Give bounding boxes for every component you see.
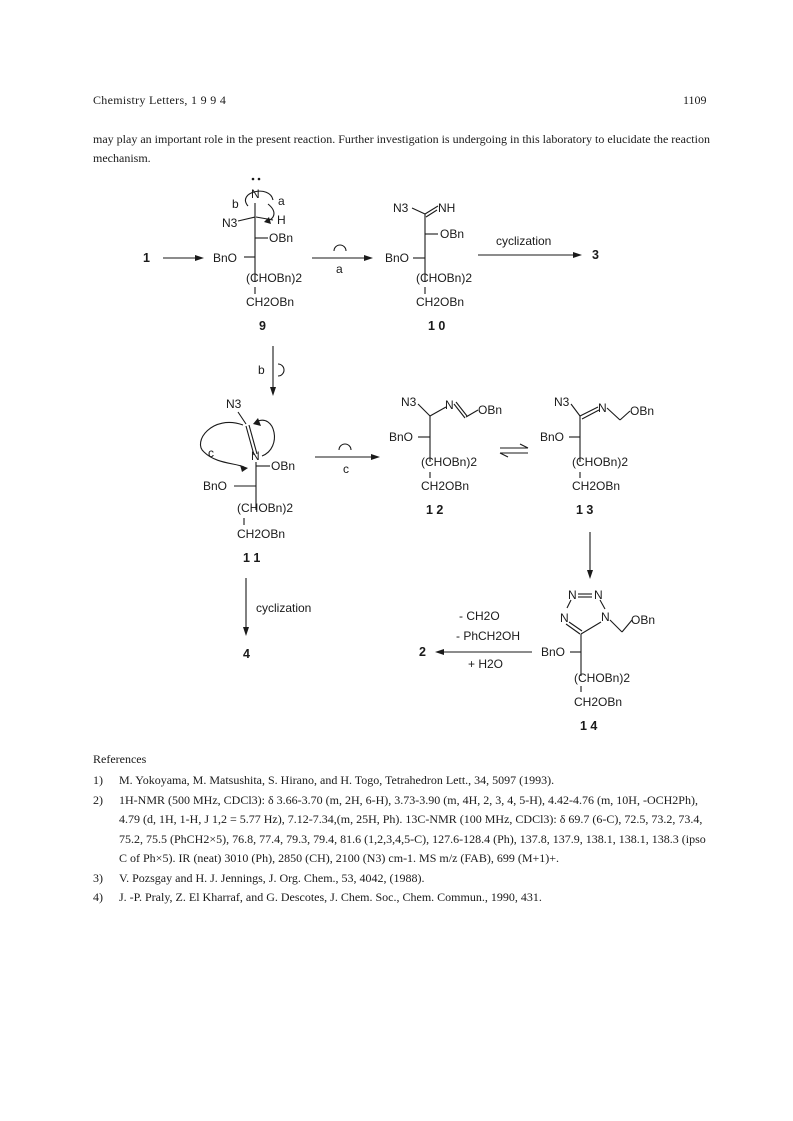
intro-paragraph: may play an important role in the presen…	[93, 132, 710, 165]
svg-text:a: a	[336, 262, 343, 276]
svg-text:N3: N3	[222, 216, 238, 230]
compound-label-14: 1 4	[580, 719, 597, 733]
references-heading: References	[93, 752, 147, 766]
svg-text:N: N	[560, 611, 569, 625]
running-header-journal: Chemistry Letters, 1 9 9 4	[93, 93, 227, 107]
product-4: 4	[243, 647, 250, 661]
svg-text:N: N	[568, 588, 577, 602]
page-number: 1109	[683, 93, 707, 107]
svg-text:OBn: OBn	[440, 227, 464, 241]
svg-text:OBn: OBn	[631, 613, 655, 627]
svg-text:(CHOBn)2: (CHOBn)2	[237, 501, 293, 515]
svg-text:CH2OBn: CH2OBn	[237, 527, 285, 541]
compound-label-12: 1 2	[426, 503, 443, 517]
reference-item: 1)M. Yokoyama, M. Matsushita, S. Hirano,…	[93, 773, 555, 787]
gain-h2o: + H2O	[468, 657, 503, 671]
svg-text:BnO: BnO	[389, 430, 413, 444]
svg-text:OBn: OBn	[630, 404, 654, 418]
compound-label-11: 1 1	[243, 551, 260, 565]
compound-13: N3 N OBn BnO (CHOBn)2 CH2OBn 1 3	[540, 395, 654, 517]
svg-text:N3: N3	[401, 395, 417, 409]
svg-text:c: c	[208, 446, 214, 460]
compound-label-9: 9	[259, 319, 266, 333]
reference-item: 4)J. -P. Praly, Z. El Kharraf, and G. De…	[93, 890, 542, 904]
compound-11: N3 N c OBn BnO (CHOBn)2 CH2OBn 1 1	[199, 397, 295, 565]
svg-text:b: b	[258, 363, 265, 377]
compound-14: N N N N OBn BnO (CHOBn)2 CH2OBn 1 4	[541, 588, 655, 733]
svg-text:NH: NH	[438, 201, 455, 215]
svg-text:CH2OBn: CH2OBn	[421, 479, 469, 493]
svg-text:BnO: BnO	[541, 645, 565, 659]
svg-text:(CHOBn)2: (CHOBn)2	[416, 271, 472, 285]
svg-text:(CHOBn)2: (CHOBn)2	[421, 455, 477, 469]
cyclization-label-top: cyclization	[496, 234, 551, 248]
svg-text:CH2OBn: CH2OBn	[246, 295, 294, 309]
start-compound-1: 1	[143, 251, 150, 265]
svg-text:CH2OBn: CH2OBn	[572, 479, 620, 493]
svg-text:N: N	[601, 610, 610, 624]
svg-text:(CHOBn)2: (CHOBn)2	[574, 671, 630, 685]
cyclization-label-bottom: cyclization	[256, 601, 311, 615]
svg-text:BnO: BnO	[540, 430, 564, 444]
svg-text:N: N	[445, 398, 454, 412]
svg-text:N3: N3	[554, 395, 570, 409]
svg-text:N3: N3	[226, 397, 242, 411]
compound-9: N b a N3 H OBn BnO (CHOBn)2 CH2OBn 9	[213, 177, 302, 333]
compound-12: N3 N OBn BnO (CHOBn)2 CH2OBn 1 2	[389, 395, 502, 517]
svg-text:b: b	[232, 197, 239, 211]
svg-text:(CHOBn)2: (CHOBn)2	[246, 271, 302, 285]
svg-text:BnO: BnO	[213, 251, 237, 265]
svg-text:OBn: OBn	[478, 403, 502, 417]
svg-text:c: c	[343, 462, 349, 476]
svg-text:N: N	[251, 449, 260, 463]
svg-text:N3: N3	[393, 201, 409, 215]
arrow-head	[195, 255, 204, 261]
svg-text:(CHOBn)2: (CHOBn)2	[572, 455, 628, 469]
svg-text:N: N	[251, 187, 260, 201]
compound-10: N3 NH OBn BnO (CHOBn)2 CH2OBn 1 0	[385, 201, 472, 333]
reference-item: 3)V. Pozsgay and H. J. Jennings, J. Org.…	[93, 870, 425, 885]
product-2: 2	[419, 645, 426, 659]
svg-text:OBn: OBn	[269, 231, 293, 245]
svg-text:H: H	[277, 213, 286, 227]
compound-label-13: 1 3	[576, 503, 593, 517]
equilibrium-arrows	[499, 443, 529, 458]
svg-text:N: N	[598, 401, 607, 415]
svg-text:N: N	[594, 588, 603, 602]
svg-text:BnO: BnO	[385, 251, 409, 265]
loss-phch2oh: - PhCH2OH	[456, 629, 520, 643]
reference-item: 2)1H-NMR (500 MHz, CDCl3): δ 3.66-3.70 (…	[93, 792, 706, 866]
svg-text:CH2OBn: CH2OBn	[574, 695, 622, 709]
product-3: 3	[592, 248, 599, 262]
svg-text:OBn: OBn	[271, 459, 295, 473]
references-list: 1)M. Yokoyama, M. Matsushita, S. Hirano,…	[93, 771, 713, 908]
svg-text:CH2OBn: CH2OBn	[416, 295, 464, 309]
compound-label-10: 1 0	[428, 319, 445, 333]
loss-ch2o: - CH2O	[459, 609, 500, 623]
svg-text:a: a	[278, 194, 285, 208]
svg-text:BnO: BnO	[203, 479, 227, 493]
